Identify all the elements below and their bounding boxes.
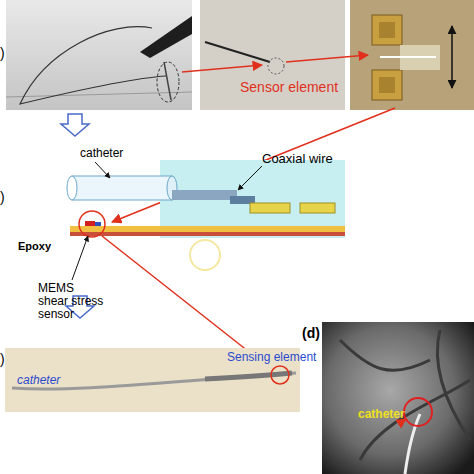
- leader-arrow: [72, 236, 88, 280]
- panel-label: catheter: [17, 374, 60, 387]
- part-label: ): [0, 46, 5, 61]
- substrate-base: [70, 232, 345, 236]
- dashed-highlight: [157, 62, 179, 102]
- catheter-tip: [205, 373, 292, 379]
- photo-panel: catheterSensing element: [5, 348, 300, 412]
- catheter-shadow: [405, 414, 420, 474]
- mems-sensor-lead: [95, 222, 101, 226]
- part-label: ): [0, 352, 5, 367]
- panel-label: Sensing element: [227, 351, 316, 364]
- hot-wire: [380, 56, 436, 58]
- sensor-micrograph: [350, 0, 474, 110]
- solder-pad: [250, 203, 290, 213]
- table-edge: [6, 92, 192, 97]
- panel-label: Sensor element: [240, 80, 338, 95]
- catheter-tube: [72, 176, 172, 200]
- part-label: catheter: [80, 147, 123, 160]
- coaxial-wire: [172, 190, 237, 200]
- panel-label: (d): [302, 326, 320, 341]
- bond-pad-inner: [379, 22, 395, 38]
- dimension-arrow: [451, 26, 453, 88]
- block-arrow: [61, 114, 89, 136]
- faint-circle: [190, 240, 220, 270]
- photo-panel: (d) catheter: [300, 322, 474, 474]
- catheter-photo: [6, 0, 192, 110]
- leader-arrow: [238, 166, 262, 190]
- catheter-body: [12, 373, 296, 389]
- catheter-loop: [20, 27, 166, 104]
- bond-pad: [372, 70, 402, 100]
- substrate: [70, 226, 345, 232]
- leader-arrow: [95, 162, 110, 178]
- bond-pad: [372, 15, 402, 45]
- zoom-arrow: [182, 65, 262, 72]
- fluoroscopy-image: [322, 322, 474, 474]
- photo-panel: Sensor element: [200, 0, 345, 110]
- highlight-circle: [79, 211, 105, 237]
- catheter-tip: [164, 62, 171, 100]
- zoom-arrow: [286, 55, 368, 62]
- solder-pad: [300, 203, 335, 213]
- panel-label: catheter: [358, 408, 405, 421]
- bond-pad-inner: [379, 77, 395, 93]
- highlight-circle: [404, 398, 432, 426]
- part-label: MEMS shear stress sensor: [38, 282, 105, 322]
- tube-end: [67, 176, 77, 200]
- blood-vessels: [340, 330, 470, 460]
- highlight-circle: [271, 366, 289, 384]
- closeup-photo: [200, 0, 345, 110]
- part-label: Epoxy: [18, 240, 51, 252]
- dashed-highlight: [268, 58, 284, 74]
- part-label: Coaxial wire: [262, 152, 333, 166]
- catheter-wire: [205, 42, 270, 62]
- mems-sensor: [85, 221, 95, 226]
- part-label: ): [0, 190, 5, 205]
- forceps: [140, 16, 192, 58]
